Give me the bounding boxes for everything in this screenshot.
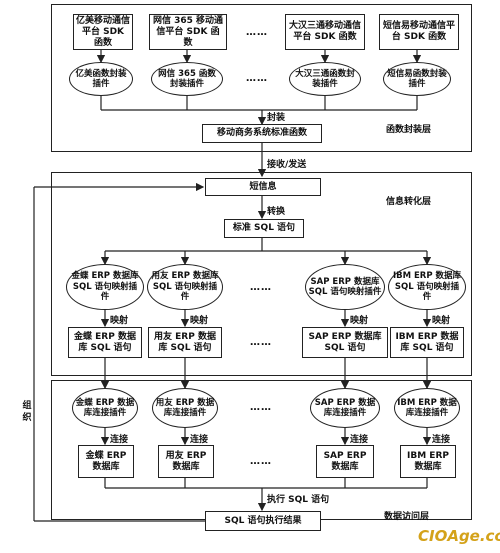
standard-sql-box: 标准 SQL 语句: [224, 219, 304, 238]
side-organize-label: 组织: [22, 401, 32, 423]
mapping-plugin-ibm: IBM ERP 数据库 SQL 语句映射插件: [388, 264, 466, 310]
map-label-2: 映射: [190, 316, 209, 326]
connect-plugin-ibm: IBM ERP 数据库连接插件: [394, 388, 460, 428]
plugin-duanxinyi: 短信易函数封装插件: [383, 62, 451, 96]
mapping-plugin-sap: SAP ERP 数据库 SQL 语句映射插件: [305, 264, 385, 310]
top-ellipsis: ……: [246, 27, 268, 38]
map-label-1: 映射: [110, 316, 129, 326]
connect-label-3: 连接: [350, 435, 369, 445]
map-label-4: 映射: [432, 316, 451, 326]
plugin-wangxin365: 网信 365 函数封装插件: [151, 62, 223, 96]
db-sql-ellipsis: ……: [250, 337, 272, 348]
standard-functions-box: 移动商务系统标准函数: [202, 124, 322, 143]
watermark-logo: CIOAge.com: [418, 527, 500, 545]
database-ibm: IBM ERP 数据库: [400, 445, 456, 478]
connect-label-2: 连接: [190, 435, 209, 445]
result-box: SQL 语句执行结果: [205, 511, 321, 531]
sdk-box-wangxin365: 网信 365 移动通信平台 SDK 函数: [149, 14, 227, 50]
data-layer-label: 数据访问层: [384, 512, 430, 522]
db-sql-sap: SAP ERP 数据库 SQL 语句: [302, 327, 388, 358]
db-sql-yonyou: 用友 ERP 数据库 SQL 语句: [148, 327, 222, 358]
function-layer-label: 函数封装层: [386, 125, 432, 135]
connect-plugin-sap: SAP ERP 数据库连接插件: [310, 388, 380, 428]
db-sql-ibm: IBM ERP 数据库 SQL 语句: [390, 327, 464, 358]
plugin-yimei: 亿美函数封装插件: [69, 62, 133, 96]
connect-label-1: 连接: [110, 435, 129, 445]
database-sap: SAP ERP 数据库: [316, 445, 374, 478]
db-sql-kingdee: 金蝶 ERP 数据库 SQL 语句: [68, 327, 142, 358]
map-label-3: 映射: [350, 316, 369, 326]
connect-label-4: 连接: [432, 435, 451, 445]
info-layer-label: 信息转化层: [386, 197, 432, 207]
sdk-box-yimei: 亿美移动通信平台 SDK 函数: [73, 14, 133, 50]
execute-label: 执行 SQL 语句: [267, 495, 330, 505]
encapsulate-label: 封装: [267, 113, 286, 123]
convert-label: 转换: [267, 207, 286, 217]
connect-plugin-yonyou: 用友 ERP 数据库连接插件: [152, 388, 218, 428]
connect-ellipsis: ……: [250, 402, 272, 413]
mapping-plugin-yonyou: 用友 ERP 数据库 SQL 语句映射插件: [147, 264, 223, 310]
plugin-ellipsis: ……: [246, 73, 268, 84]
mapping-ellipsis: ……: [250, 282, 272, 293]
recv-send-label: 接收/发送: [267, 160, 307, 170]
sdk-box-dahan: 大汉三通移动通信平台 SDK 函数: [285, 14, 365, 50]
database-ellipsis: ……: [250, 456, 272, 467]
sms-box: 短信息: [205, 178, 321, 196]
plugin-dahan: 大汉三通函数封装插件: [289, 62, 361, 96]
sdk-box-duanxinyi: 短信易移动通信平台 SDK 函数: [379, 14, 459, 50]
connect-plugin-kingdee: 金蝶 ERP 数据库连接插件: [72, 388, 138, 428]
mapping-plugin-kingdee: 金蝶 ERP 数据库 SQL 语句映射插件: [66, 264, 144, 310]
database-yonyou: 用友 ERP 数据库: [158, 445, 214, 478]
database-kingdee: 金蝶 ERP 数据库: [78, 445, 134, 478]
